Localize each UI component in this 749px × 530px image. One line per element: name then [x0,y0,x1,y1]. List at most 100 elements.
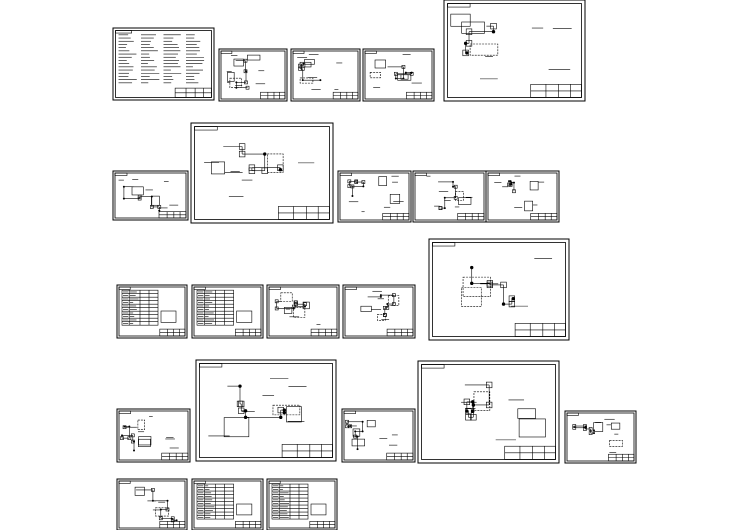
sheet-border [218,48,288,102]
drawing-sheet[interactable] [266,478,338,530]
title-block [278,206,330,220]
sheet-inner-border [114,172,187,219]
title-block [310,328,338,337]
sheet-content [208,377,307,438]
drawing-sheet[interactable] [218,48,288,102]
sheet-border [112,27,215,101]
sheet-content [297,54,343,90]
sheet-inner-border [566,412,635,462]
sheet-inner-border [115,30,212,98]
sheet-stamp [114,172,128,176]
sheet-inner-border [118,410,189,461]
sheet-border [266,284,340,339]
sheet-border [337,170,412,223]
sheet-inner-border [421,364,556,460]
drawing-sheet[interactable] [112,170,189,221]
drawing-sheet[interactable] [112,27,215,101]
sheet-stamp [194,126,218,131]
sheet-stamp [344,286,357,290]
sheet-inner-border [364,50,433,100]
sheet-border [191,284,264,339]
sheet-border [485,170,560,223]
sheet-stamp [118,410,131,414]
sheet-stamp [343,410,356,414]
sheet-stamp [339,172,352,176]
drawing-sheet[interactable] [190,122,334,224]
sheet-stamp [432,242,456,247]
drawing-sheet[interactable] [564,410,637,464]
sheet-content [369,54,422,89]
title-block [281,444,333,458]
sheet-inner-border [268,480,336,529]
sheet-border [428,238,570,341]
sheet-border [417,360,560,464]
title-block [235,521,262,529]
drawing-sheet[interactable] [428,238,570,341]
title-block [514,323,566,337]
sheet-border [195,359,337,462]
sheet-stamp [118,286,131,290]
sheet-content [360,290,400,321]
title-block [530,84,582,98]
sheet-stamp [268,286,281,290]
sheet-stamp [268,480,281,484]
sheet-content [121,289,177,326]
sheet-content [572,418,623,453]
drawing-sheet[interactable] [443,0,586,102]
sheet-border [116,284,188,339]
sheet-stamp [414,172,427,176]
drawing-sheet[interactable] [341,408,416,463]
sheet-stamp [364,50,377,54]
title-block [159,328,186,337]
drawing-sheet[interactable] [191,284,264,339]
sheet-content [226,54,266,90]
drawing-sheet[interactable] [485,170,560,223]
drawing-sheet[interactable] [362,48,435,102]
sheet-content [196,289,253,326]
sheet-stamp [220,50,233,54]
sheet-border [191,478,264,530]
sheet-stamp [193,286,206,290]
sheet-inner-border [343,410,414,461]
title-block [608,453,635,462]
drawing-sheet[interactable] [116,284,188,339]
drawing-sheet[interactable] [417,360,560,464]
drawing-sheet[interactable] [342,284,416,339]
sheet-border [266,478,338,530]
sheet-inner-border [487,172,558,221]
title-block [174,87,212,98]
title-block [260,91,286,100]
sheet-stamp [118,480,131,484]
sheet-stamp [421,364,445,369]
drawing-sheet[interactable] [266,284,340,339]
title-block [159,521,186,529]
drawing-sheet[interactable] [116,408,191,463]
sheet-inner-border [414,172,485,221]
sheet-stamp [447,3,471,8]
sheet-inner-border [447,3,582,98]
sheet-stamp [566,412,579,416]
drawing-sheet[interactable] [195,359,337,462]
sheet-content [426,175,473,210]
sheet-inner-border [118,480,186,529]
sheet-content [271,483,327,520]
sheet-stamp [115,30,132,34]
sheet-content [118,179,179,212]
sheet-inner-border [193,286,262,337]
sheet-border [342,284,416,339]
sheet-content [204,143,315,197]
drawing-sheet[interactable] [412,170,487,223]
sheet-content [274,292,321,325]
drawing-sheet[interactable] [337,170,412,223]
drawing-sheet[interactable] [191,478,264,530]
title-block [161,452,189,461]
drawing-sheet[interactable] [116,478,188,530]
sheet-border [290,48,361,102]
sheets-group [112,0,637,530]
sheet-inner-border [432,242,566,337]
title-block [504,445,556,460]
sheet-content [347,175,404,213]
title-block [382,213,410,221]
drawing-sheet[interactable] [290,48,361,102]
